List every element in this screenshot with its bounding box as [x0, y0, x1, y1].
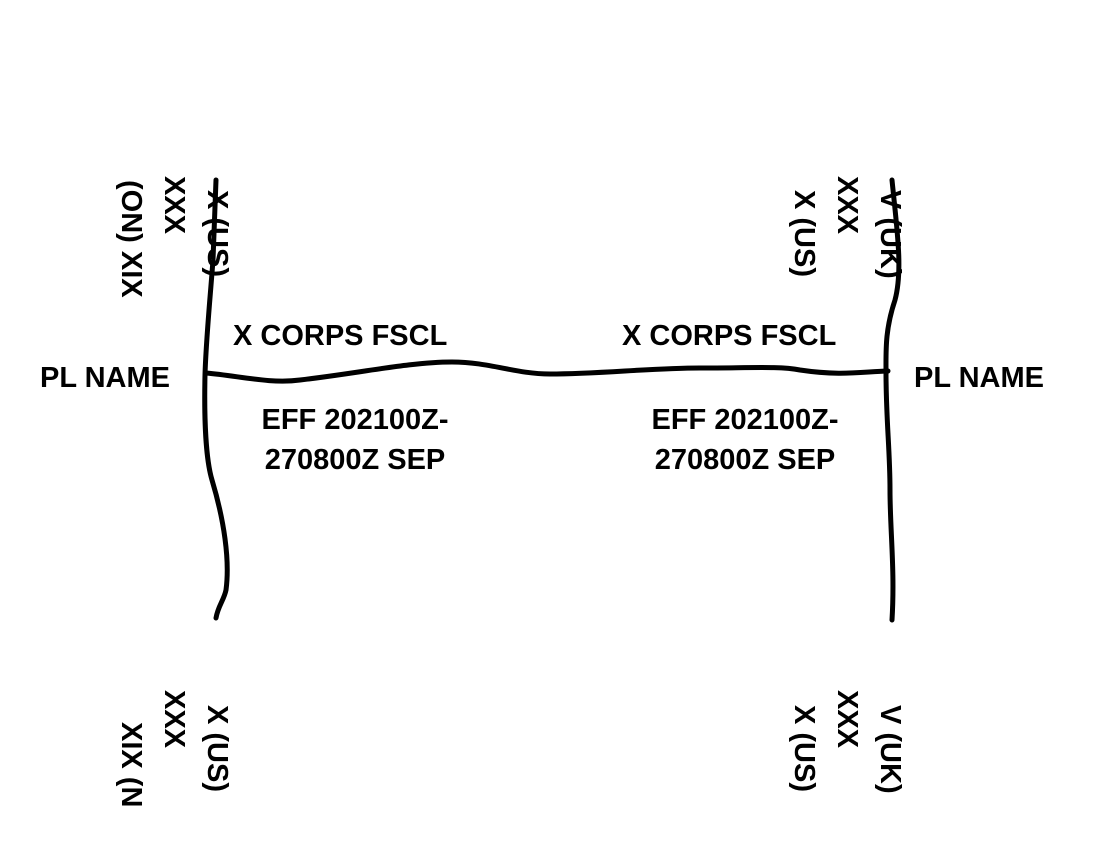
left-boundary-bottom-echelon: XXX	[158, 690, 190, 749]
fscl-label-right: X CORPS FSCL	[622, 320, 837, 352]
right-boundary-top-unit-east: V (UK)	[874, 190, 906, 279]
effective-time-line-1: EFF 202100Z-	[651, 404, 839, 436]
right-boundary-top-unit-west: X (US)	[788, 190, 820, 277]
left-boundary-top-unit-east: X (US)	[201, 190, 233, 277]
left-boundary-bottom-unit-west: XIX (N	[115, 722, 147, 808]
effective-time-line-1: EFF 202100Z-	[261, 404, 449, 436]
fscl-effective-time-right: EFF 202100Z- 270800Z SEP	[630, 400, 860, 480]
left-boundary-bottom-unit-east: X (US)	[201, 705, 233, 792]
left-corps-boundary-line	[202, 177, 230, 621]
left-boundary-top-echelon: XXX	[158, 176, 190, 235]
phase-line-name-left: PL NAME	[40, 362, 170, 394]
right-boundary-top-echelon: XXX	[831, 176, 863, 235]
fscl-effective-time-left: EFF 202100Z- 270800Z SEP	[240, 400, 470, 480]
effective-time-line-2: 270800Z SEP	[264, 444, 446, 476]
right-boundary-bottom-unit-east: V (UK)	[874, 705, 906, 794]
effective-time-line-2: 270800Z SEP	[654, 444, 836, 476]
right-boundary-bottom-unit-west: X (US)	[788, 705, 820, 792]
fscl-label-left: X CORPS FSCL	[233, 320, 448, 352]
left-boundary-top-unit-west: (ON) XIX	[115, 180, 147, 298]
right-boundary-bottom-echelon: XXX	[831, 690, 863, 749]
fscl-phase-line	[203, 359, 891, 384]
phase-line-name-right: PL NAME	[914, 362, 1044, 394]
